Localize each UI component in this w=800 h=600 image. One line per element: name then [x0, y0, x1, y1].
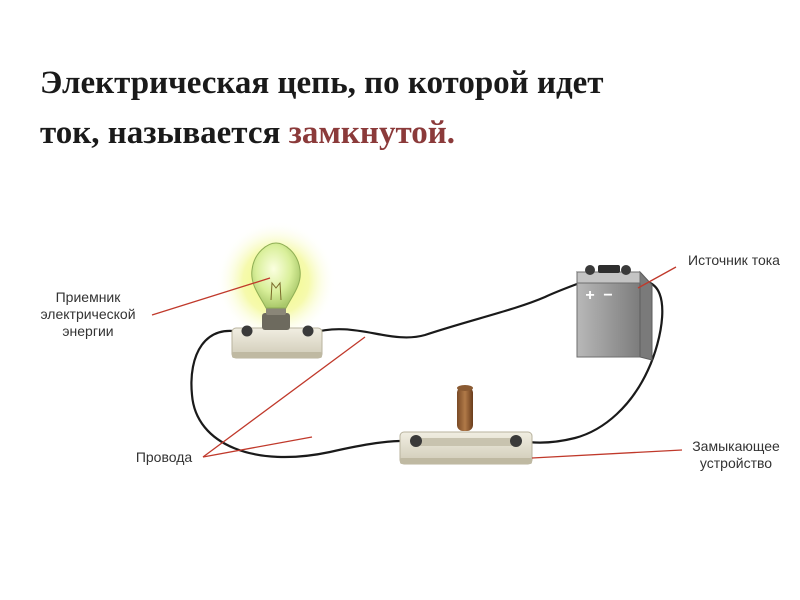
title-line-2-text: ток, называется [40, 115, 281, 151]
diagram-title: Электрическая цепь, по которой идет ток,… [40, 58, 760, 158]
label-receiver-line-3: энергии [62, 323, 114, 339]
label-switch-line-1: Замыкающее [692, 438, 780, 454]
lamp-terminal-left [241, 325, 253, 337]
title-line-2: ток, называется замкнутой. [40, 108, 760, 158]
label-switch-line-2: устройство [699, 455, 773, 471]
label-receiver: Приемник электрической энергии [18, 289, 158, 340]
battery-terminal-plus [585, 265, 595, 275]
label-wires: Провода [135, 449, 193, 465]
label-switch: Замыкающее устройство [676, 438, 796, 472]
label-receiver-line-1: Приемник [55, 289, 121, 305]
battery: + − [575, 265, 654, 361]
label-receiver-line-2: электрической [40, 306, 136, 322]
title-line-1: Электрическая цепь, по которой идет [40, 65, 604, 101]
pointer-switch [531, 449, 683, 459]
label-source: Источник тока [688, 252, 780, 268]
wire-bulb-to-battery [311, 277, 591, 339]
switch-terminal-right [510, 435, 522, 447]
lamp-terminal-right [302, 325, 314, 337]
pointer-receiver [151, 277, 271, 316]
battery-minus-sign: − [603, 287, 612, 304]
switch-plate [412, 438, 520, 446]
wires [190, 277, 664, 459]
switch-terminal-left [410, 435, 422, 447]
bulb-glass [251, 242, 301, 309]
switch-handle [457, 387, 473, 431]
pointer-wire-lower [202, 436, 313, 458]
lamp-assembly [216, 221, 336, 359]
pointer-source [637, 266, 677, 289]
pointer-wire-upper [202, 336, 366, 458]
title-accent-word: замкнутой. [288, 115, 455, 151]
battery-terminal-minus [621, 265, 631, 275]
battery-body [576, 271, 641, 358]
pointer-lines [151, 266, 683, 459]
wire-battery-to-switch [520, 280, 664, 444]
battery-plus-sign: + [585, 287, 594, 304]
lamp-socket [262, 313, 290, 330]
switch [399, 385, 533, 465]
wire-bulb-to-switch [190, 329, 413, 459]
bulb-filament [270, 281, 282, 301]
